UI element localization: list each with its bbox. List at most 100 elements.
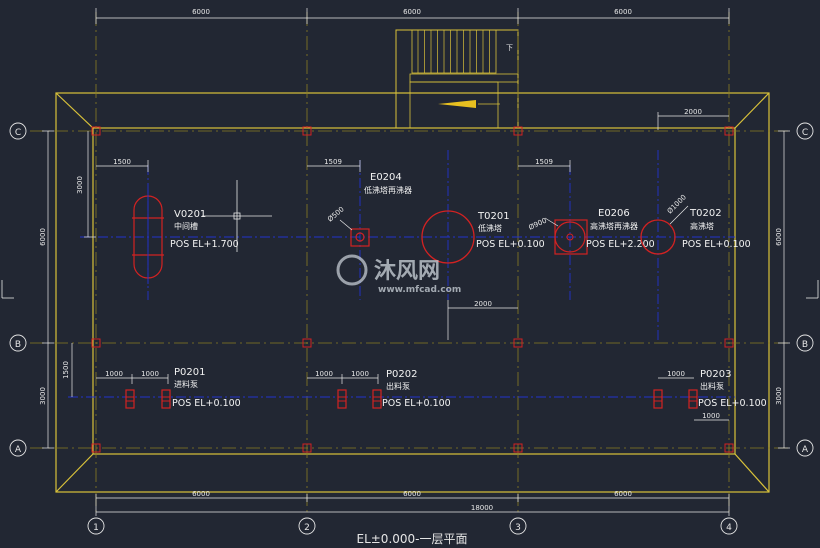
- column-marker: [724, 126, 734, 136]
- t0202-tag: T0202: [689, 208, 722, 219]
- dim-1500-left: 1500: [62, 361, 70, 379]
- v0201-name: 中间槽: [174, 221, 198, 231]
- dim-2000-center: 2000: [474, 300, 492, 308]
- pump-symbol-icon: [653, 389, 663, 409]
- dim-p0201-1: 1000: [105, 370, 123, 378]
- e0206-name: 高沸塔再沸器: [590, 221, 638, 231]
- t0201-pos: POS EL+0.100: [476, 239, 545, 250]
- pump-symbol-icon: [161, 389, 171, 409]
- axis-row-a-right: A: [802, 445, 809, 455]
- p0203-tag: P0203: [700, 369, 731, 380]
- dim-left-2: 3000: [39, 387, 47, 405]
- dim-right-2: 3000: [775, 387, 783, 405]
- dim-left-1: 6000: [39, 228, 47, 246]
- dim-1509-e0206: 1509: [535, 158, 553, 166]
- column-markers: [91, 126, 734, 453]
- dim-p0202-1: 1000: [315, 370, 333, 378]
- dim-top-2: 6000: [403, 8, 421, 16]
- column-marker: [91, 338, 101, 348]
- inner-dims: [71, 112, 729, 421]
- dim-bottom: [95, 494, 730, 516]
- e0204-tag: E0204: [370, 172, 402, 183]
- stair-down-label: 下: [506, 44, 513, 52]
- column-marker: [724, 338, 734, 348]
- axis-col-3: 3: [515, 523, 521, 533]
- axis-col-1: 1: [93, 523, 99, 533]
- equipment-v0201: [132, 190, 164, 284]
- p0203-name: 出料泵: [700, 381, 724, 391]
- pump-symbol-icon: [372, 389, 382, 409]
- watermark-url: www.mfcad.com: [378, 285, 461, 295]
- v0201-pos: POS EL+1.700: [170, 239, 239, 250]
- e0206-pos: POS EL+2.200: [586, 239, 655, 250]
- t0202-pos: POS EL+0.100: [682, 239, 751, 250]
- grid-bubbles: [9, 122, 814, 535]
- dim-right-1: 6000: [775, 228, 783, 246]
- dim-p0203-bottom: 1000: [702, 412, 720, 420]
- equipment-e0206: [544, 217, 588, 255]
- axis-row-b-left: B: [15, 340, 21, 350]
- watermark: 沐风网 www.mfcad.com: [336, 254, 461, 295]
- dim-sides: [42, 130, 790, 449]
- dim-p0201-2: 1000: [141, 370, 159, 378]
- column-marker: [513, 338, 523, 348]
- p0203-pos: POS EL+0.100: [698, 398, 767, 409]
- axis-row-c-right: C: [802, 128, 808, 138]
- column-marker: [302, 443, 312, 453]
- dim-1500-v0201: 1500: [113, 158, 131, 166]
- column-marker: [91, 443, 101, 453]
- p0201-pos: POS EL+0.100: [172, 398, 241, 409]
- dim-top-1: 6000: [192, 8, 210, 16]
- column-marker: [91, 126, 101, 136]
- axis-col-2: 2: [304, 523, 310, 533]
- v0201-tag: V0201: [174, 209, 206, 220]
- e0204-diameter: Ø500: [326, 205, 346, 223]
- t0202-diameter: Ø1000: [666, 193, 688, 215]
- axis-row-a-left: A: [15, 445, 22, 455]
- dim-top: [95, 8, 730, 24]
- p0202-pos: POS EL+0.100: [382, 398, 451, 409]
- column-marker: [513, 126, 523, 136]
- stair: 下: [395, 29, 519, 129]
- dim-p0203-top: 1000: [667, 370, 685, 378]
- axis-row-b-right: B: [802, 340, 808, 350]
- dim-bottom-2: 6000: [403, 490, 421, 498]
- p0201-tag: P0201: [174, 367, 205, 378]
- pump-symbol-icon: [337, 389, 347, 409]
- axis-row-c-left: C: [15, 128, 21, 138]
- axis-col-4: 4: [726, 523, 732, 533]
- pump-symbol-icon: [688, 389, 698, 409]
- section-mark-left-icon: [1, 280, 14, 299]
- equipment-t0202: [640, 205, 689, 255]
- column-marker: [513, 443, 523, 453]
- e0206-tag: E0206: [598, 208, 630, 219]
- dim-bottom-1: 6000: [192, 490, 210, 498]
- dim-bottom-3: 6000: [614, 490, 632, 498]
- column-marker: [302, 338, 312, 348]
- equipment-e0204: [339, 219, 370, 247]
- dim-1509-e0204: 1509: [324, 158, 342, 166]
- crosshair-cursor-icon: [202, 180, 272, 252]
- dim-3000-vertical: 3000: [76, 176, 84, 194]
- watermark-logo-icon: [336, 254, 368, 286]
- pump-symbol-icon: [125, 389, 135, 409]
- dim-p0202-2: 1000: [351, 370, 369, 378]
- p0202-name: 出料泵: [386, 381, 410, 391]
- grid-lines: [30, 12, 790, 514]
- section-mark-right-icon: [806, 280, 819, 299]
- dim-top-3: 6000: [614, 8, 632, 16]
- t0202-name: 高沸塔: [690, 221, 714, 231]
- equipment-t0201: [421, 210, 475, 264]
- e0204-name: 低沸塔再沸器: [364, 185, 412, 195]
- p0201-name: 进料泵: [174, 379, 198, 389]
- watermark-brand: 沐风网: [374, 259, 440, 284]
- column-marker: [724, 443, 734, 453]
- e0206-diameter: Ø900: [527, 217, 547, 232]
- column-marker: [302, 126, 312, 136]
- pumps: [125, 389, 698, 409]
- dim-2000-t0202: 2000: [684, 108, 702, 116]
- stair-arrow-icon: [438, 100, 476, 108]
- dim-bottom-total: 18000: [471, 504, 493, 512]
- t0201-tag: T0201: [477, 211, 510, 222]
